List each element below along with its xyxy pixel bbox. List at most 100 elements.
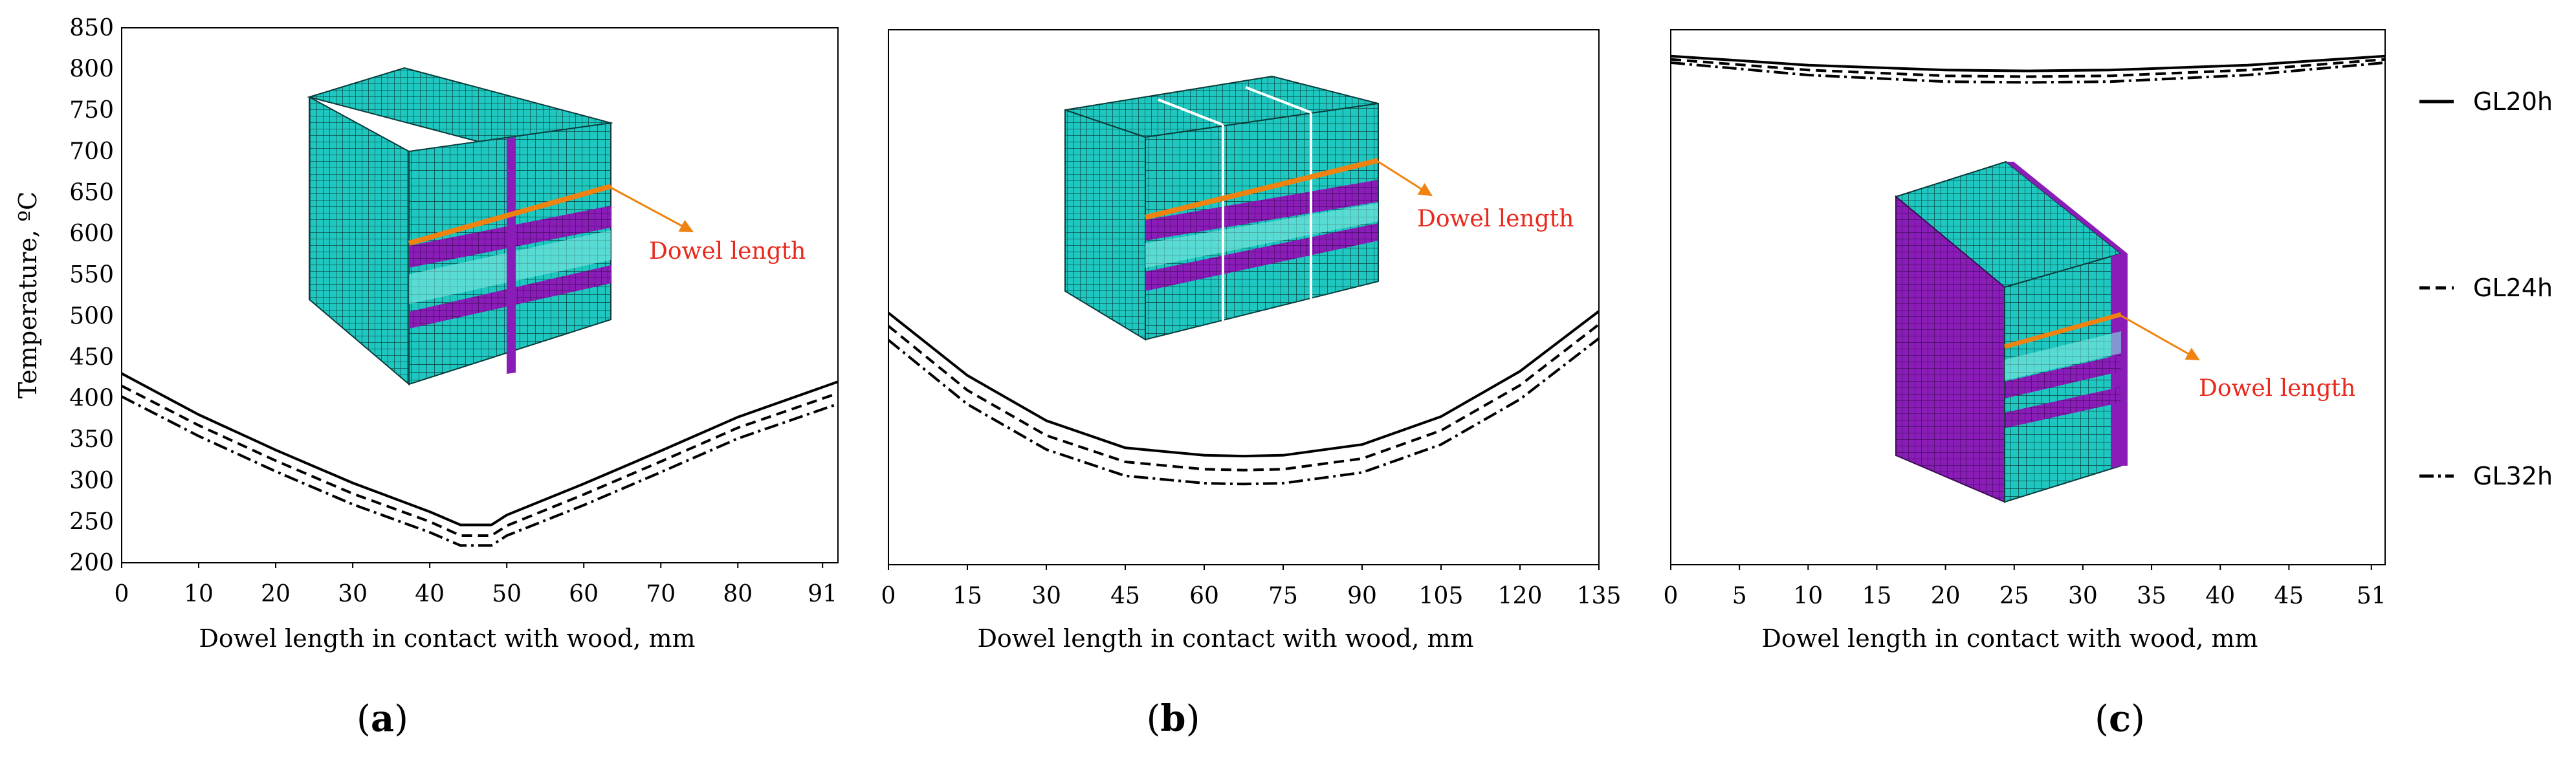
x-axis-title: Dowel length in contact with wood, mm <box>1761 624 2258 653</box>
model-side-face <box>1064 109 1146 341</box>
legend-item-gl20h: GL20h <box>2419 87 2553 116</box>
fe-model-inset <box>1894 160 2200 503</box>
annotation-arrow <box>2120 314 2200 361</box>
x-tick-label: 40 <box>2205 583 2235 609</box>
series-lines <box>887 310 1600 486</box>
y-tick-label: 250 <box>69 508 114 535</box>
x-tick-label: 25 <box>1999 583 2029 609</box>
x-tick-label: 30 <box>1031 583 1061 609</box>
y-tick-label: 650 <box>69 179 114 206</box>
dowel-length-line <box>2004 312 2122 349</box>
series-line-gl24h <box>887 323 1600 472</box>
fe-model-inset <box>1064 75 1433 341</box>
x-axis-title: Dowel length in contact with wood, mm <box>199 624 695 653</box>
annotation-arrow <box>1378 160 1433 197</box>
y-tick-label: 350 <box>69 426 114 453</box>
x-tick-label: 30 <box>2068 583 2098 609</box>
x-tick-label: 120 <box>1498 583 1543 609</box>
series-line-gl20h <box>121 372 839 527</box>
x-tick-label: 15 <box>952 583 982 609</box>
y-tick-label: 300 <box>69 468 114 494</box>
legend-label: GL20h <box>2473 87 2553 116</box>
legend-item-gl32h: GL32h <box>2419 462 2553 490</box>
y-axis-ticks: 2002503003504004505005506006507007508008… <box>69 15 114 576</box>
y-tick-label: 600 <box>69 221 114 247</box>
annotation-text: Dowel length <box>2199 375 2355 402</box>
plot-frame <box>888 29 1600 565</box>
fe-model-inset <box>307 67 694 386</box>
dowel-band <box>1145 223 1378 291</box>
x-tick-label: 0 <box>1664 583 1679 609</box>
x-tick-label: 5 <box>1732 583 1747 609</box>
series-line-gl24h <box>1670 58 2386 78</box>
panel-label: (c) <box>2095 697 2145 740</box>
y-tick-label: 850 <box>69 15 114 41</box>
series-line-gl24h <box>121 384 839 537</box>
y-tick-label: 750 <box>69 97 114 124</box>
x-axis-ticks: 0 5 10 15 20 25 30 35 40 45 51 <box>1664 565 2386 609</box>
x-tick-label: 0 <box>881 583 896 609</box>
y-tick-label: 800 <box>69 56 114 83</box>
dowel-length-line <box>408 184 612 246</box>
series-lines <box>121 372 839 547</box>
y-tick-label: 400 <box>69 386 114 412</box>
dowel-band <box>2005 354 2121 398</box>
x-tick-label: 30 <box>338 581 368 607</box>
series-line-gl20h <box>1670 54 2386 72</box>
x-tick-label: 10 <box>1793 583 1823 609</box>
chart-panel-b: 0 15 30 45 60 75 90 105 120 135 Dowel length Dowe… <box>881 29 1622 740</box>
x-axis-title: Dowel length in contact with wood, mm <box>977 624 1473 653</box>
x-tick-label: 75 <box>1268 583 1298 609</box>
dowel-band <box>1145 180 1378 241</box>
chart-panel-c: 0 5 10 15 20 25 30 35 40 45 51 Dowel length Dowel … <box>1664 29 2386 740</box>
x-tick-label: 70 <box>646 581 676 607</box>
y-tick-label: 700 <box>69 138 114 165</box>
x-tick-label: 60 <box>569 581 599 607</box>
x-tick-label: 10 <box>184 581 214 607</box>
y-axis-title: Temperature, ºC <box>14 191 42 398</box>
series-line-gl20h <box>887 310 1600 458</box>
x-axis-ticks: 0 15 30 45 60 75 90 105 120 135 <box>881 565 1622 609</box>
x-tick-label: 40 <box>415 581 445 607</box>
x-tick-label: 45 <box>1110 583 1140 609</box>
legend-label: GL24h <box>2473 274 2553 302</box>
x-tick-label: 20 <box>1931 583 1961 609</box>
x-tick-label: 90 <box>1347 583 1377 609</box>
series-line-gl32h <box>121 395 839 547</box>
series-lines <box>1670 54 2386 84</box>
x-tick-label: 45 <box>2274 583 2304 609</box>
annotation-text: Dowel length <box>649 238 806 265</box>
legend: GL20h GL24h GL32h <box>2419 87 2553 490</box>
y-tick-label: 450 <box>69 344 114 371</box>
x-tick-label: 51 <box>2357 583 2386 609</box>
panel-label: (b) <box>1147 697 1200 740</box>
x-tick-label: 50 <box>492 581 522 607</box>
x-tick-label: 105 <box>1419 583 1464 609</box>
x-tick-label: 20 <box>261 581 291 607</box>
y-tick-label: 550 <box>69 262 114 288</box>
plot-frame <box>121 27 839 563</box>
series-line-gl32h <box>887 337 1600 486</box>
model-side-face <box>309 96 410 386</box>
legend-label: GL32h <box>2473 462 2553 490</box>
dowel-band <box>2005 387 2121 428</box>
x-tick-label: 35 <box>2137 583 2166 609</box>
x-tick-label: 15 <box>1862 583 1892 609</box>
y-tick-label: 500 <box>69 303 114 329</box>
purple-edge <box>2006 162 2128 254</box>
legend-item-gl24h: GL24h <box>2419 274 2553 302</box>
x-tick-label: 91 <box>808 581 837 607</box>
x-tick-label: 60 <box>1189 583 1219 609</box>
purple-divider <box>507 137 516 374</box>
x-axis-ticks: 0 10 20 30 40 50 60 70 80 91 <box>115 563 837 607</box>
x-tick-label: 135 <box>1577 583 1622 609</box>
annotation-text: Dowel length <box>1417 206 1574 232</box>
series-line-gl32h <box>1670 61 2386 84</box>
x-tick-label: 80 <box>723 581 753 607</box>
annotation-arrow <box>610 186 694 233</box>
x-tick-label: 0 <box>115 581 129 607</box>
panel-label: (a) <box>357 697 408 740</box>
plot-frame <box>1670 29 2386 565</box>
